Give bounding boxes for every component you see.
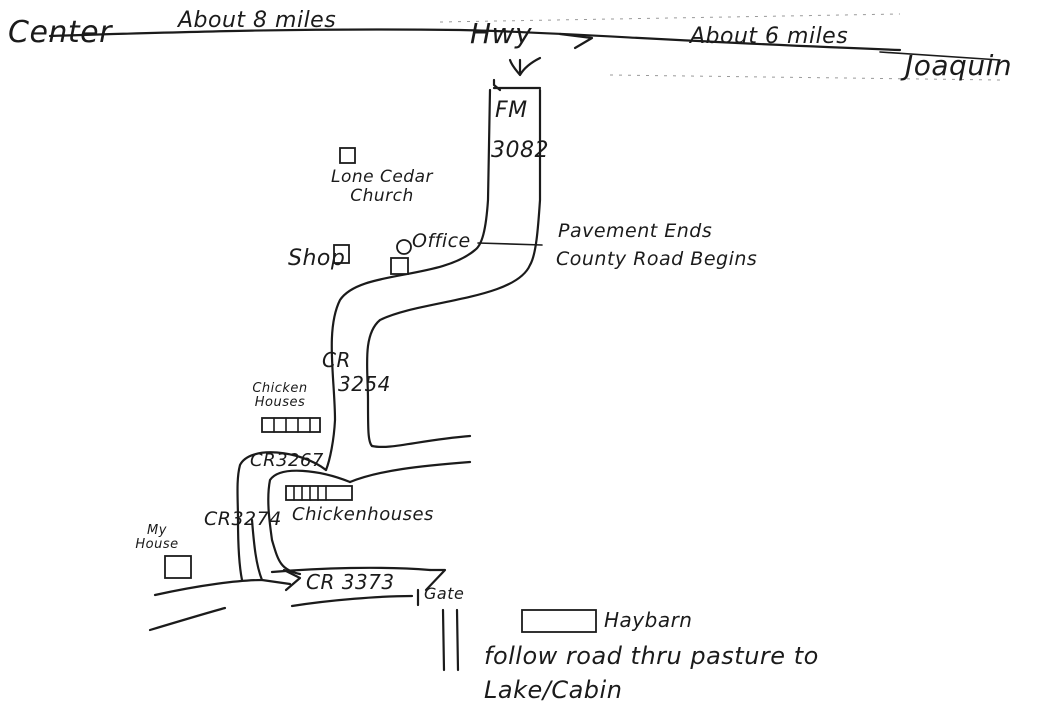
fm-3082-road-left-edge — [324, 88, 492, 472]
shop-label: Shop — [288, 246, 346, 271]
cr-3267-inner — [267, 469, 352, 576]
about-6-miles-label: About 6 miles — [690, 24, 849, 49]
side-road-east — [370, 434, 472, 449]
cr-3254-label: 3254 — [338, 372, 391, 396]
pasture-road-right — [455, 608, 460, 672]
lower-west-road — [148, 606, 227, 632]
fm-label: FM — [495, 98, 528, 123]
office-square-icon — [390, 257, 409, 275]
joaquin-label: Joaquin — [905, 49, 1013, 82]
cr-label: CR — [322, 348, 351, 372]
church-square-icon — [339, 147, 356, 164]
joaquin-underline — [879, 51, 1001, 61]
chicken-houses-icon — [261, 417, 321, 433]
chicken-houses-divider — [273, 417, 311, 433]
office-circle-icon — [396, 239, 412, 255]
pavement-ends-label: Pavement Ends — [558, 220, 713, 242]
arrow-right-icon — [282, 568, 302, 592]
cr-3373-label: CR 3373 — [306, 570, 395, 594]
fm-3082-road-right-edge — [365, 88, 542, 448]
cr-3274-label: CR3274 — [204, 508, 282, 530]
chicken-houses-2-label: Chickenhouses — [292, 504, 434, 525]
my-house-road — [153, 578, 264, 597]
cr-3267-label: CR3267 — [250, 450, 324, 471]
center-label: Center — [8, 15, 112, 50]
about-8-miles-label: About 8 miles — [178, 8, 337, 33]
hay-barn-label: Haybarn — [604, 608, 693, 632]
county-road-begins-label: County Road Begins — [556, 248, 758, 270]
pasture-road-left — [441, 608, 446, 672]
arrow-down-icon — [508, 56, 542, 77]
pavement-ends-line — [477, 242, 543, 246]
my-house-square-icon — [164, 555, 192, 579]
chicken-houses-label: Chicken Houses — [252, 381, 308, 411]
cr-3373-road-bottom — [290, 594, 414, 608]
lone-cedar-church-label: Lone Cedar Church — [330, 167, 434, 206]
hay-barn-rectangle-icon — [521, 609, 597, 633]
lake-cabin-label: Lake/Cabin — [484, 676, 623, 704]
cr-3267-road — [236, 451, 328, 582]
shop-square-icon — [333, 244, 350, 264]
chicken-houses-icon — [285, 485, 353, 501]
arrow-right-icon — [558, 32, 594, 50]
hwy-label: Hwy — [470, 17, 533, 50]
scan-artifact-line — [609, 74, 1001, 81]
highway-road — [48, 28, 902, 52]
fm-number-label: 3082 — [491, 138, 549, 163]
my-house-label: My House — [135, 523, 179, 553]
side-road-east-lower — [348, 460, 472, 484]
follow-road-label: follow road thru pasture to — [484, 642, 819, 670]
cr-3373-road-top — [270, 566, 432, 574]
gate-label: Gate — [424, 584, 465, 603]
gate-icon — [416, 568, 447, 607]
chicken-houses-divider — [293, 485, 327, 501]
office-label: Office — [412, 230, 471, 252]
